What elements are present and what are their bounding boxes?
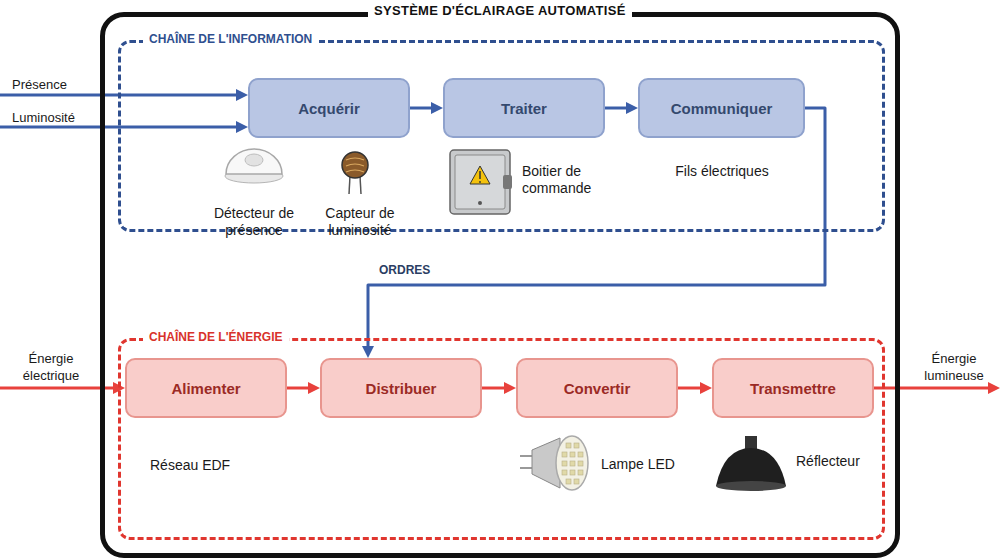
box-label: Convertir — [564, 380, 631, 397]
arrow-head — [362, 346, 374, 358]
box-label: Transmettre — [750, 380, 836, 397]
process-box: Distribuer — [320, 358, 482, 418]
connector — [678, 382, 712, 394]
edge-label: ORDRES — [376, 263, 433, 277]
process-box: Communiquer — [638, 78, 805, 138]
box-label: Distribuer — [366, 380, 437, 397]
box-label: Acquérir — [298, 100, 360, 117]
connector-line — [368, 108, 825, 348]
connector-line — [678, 387, 702, 390]
presence-detector-icon — [225, 149, 283, 183]
process-box: Acquérir — [248, 78, 410, 138]
connector-line — [605, 107, 628, 110]
process-box: Traiter — [443, 78, 605, 138]
energy-input: Énergie électrique — [6, 350, 96, 384]
arrow-head — [626, 102, 638, 114]
box-label: Communiquer — [671, 100, 773, 117]
connector-line — [482, 387, 506, 390]
connector — [362, 108, 825, 358]
connector-line — [410, 107, 433, 110]
connector-line — [287, 387, 310, 390]
component-name: Réflecteur — [796, 453, 880, 470]
group-title: CHAÎNE DE L'ÉNERGIE — [143, 330, 289, 344]
light-sensor-icon — [342, 152, 368, 194]
connector — [605, 102, 638, 114]
component-name: Détecteur de présence — [196, 205, 312, 239]
energy-output: Énergie lumineuse — [908, 350, 1000, 384]
led-lamp-icon — [520, 436, 588, 490]
arrow-head — [308, 382, 320, 394]
energy-chain: CHAÎNE DE L'ÉNERGIEAlimenterDistribuerCo… — [118, 338, 885, 540]
box-label: Alimenter — [171, 380, 240, 397]
system-frame: SYSTÈME D'ÉCLAIRAGE AUTOMATISÉCHAÎNE DE … — [100, 12, 900, 558]
component-name: Réseau EDF — [150, 457, 260, 474]
process-box: Transmettre — [712, 358, 874, 418]
diagram-title: SYSTÈME D'ÉCLAIRAGE AUTOMATISÉ — [368, 3, 632, 18]
control-box-icon — [450, 150, 512, 214]
input-signal: Luminosité — [12, 109, 122, 126]
component-name: Capteur de luminosité — [312, 205, 408, 239]
component-name: Fils électriques — [672, 163, 772, 180]
group-title: CHAÎNE DE L'INFORMATION — [143, 32, 318, 46]
component-name: Lampe LED — [601, 456, 701, 473]
box-label: Traiter — [501, 100, 547, 117]
arrow-head — [700, 382, 712, 394]
component-name: Boitier de commande — [522, 163, 622, 197]
arrow-head — [504, 382, 516, 394]
process-box: Convertir — [516, 358, 678, 418]
connector — [287, 382, 320, 394]
connector — [410, 102, 443, 114]
reflector-icon — [716, 436, 786, 491]
arrow-head — [431, 102, 443, 114]
process-box: Alimenter — [125, 358, 287, 418]
connector — [482, 382, 516, 394]
input-signal: Présence — [12, 76, 122, 93]
information-chain: CHAÎNE DE L'INFORMATIONAcquérirTraiterCo… — [118, 40, 885, 232]
